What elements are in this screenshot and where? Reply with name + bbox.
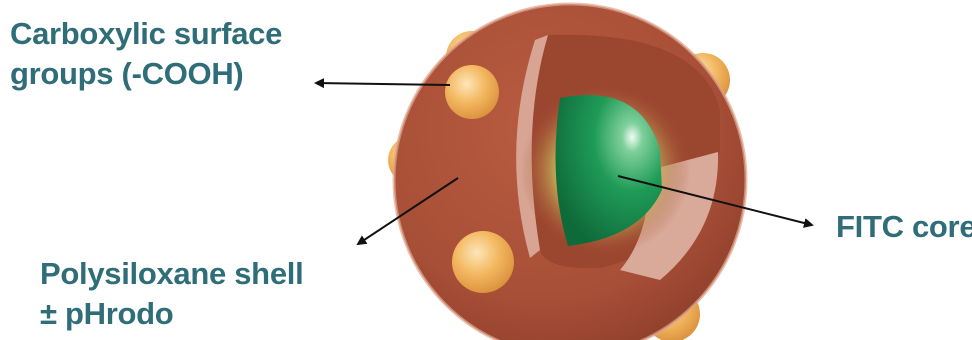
label-fitc-core: FITC core (836, 207, 972, 247)
surface-bead (445, 65, 499, 119)
label-core-text: FITC core (836, 207, 972, 247)
label-shell-line-2: ± pHrodo (40, 294, 303, 334)
label-shell-line-1: Polysiloxane shell (40, 254, 303, 294)
label-polysiloxane-shell: Polysiloxane shell ± pHrodo (40, 254, 303, 334)
label-carboxylic-line-2: groups (-COOH) (10, 54, 282, 94)
surface-bead (452, 231, 514, 293)
label-carboxylic-line-1: Carboxylic surface (10, 14, 282, 54)
label-carboxylic-groups: Carboxylic surface groups (-COOH) (10, 14, 282, 94)
